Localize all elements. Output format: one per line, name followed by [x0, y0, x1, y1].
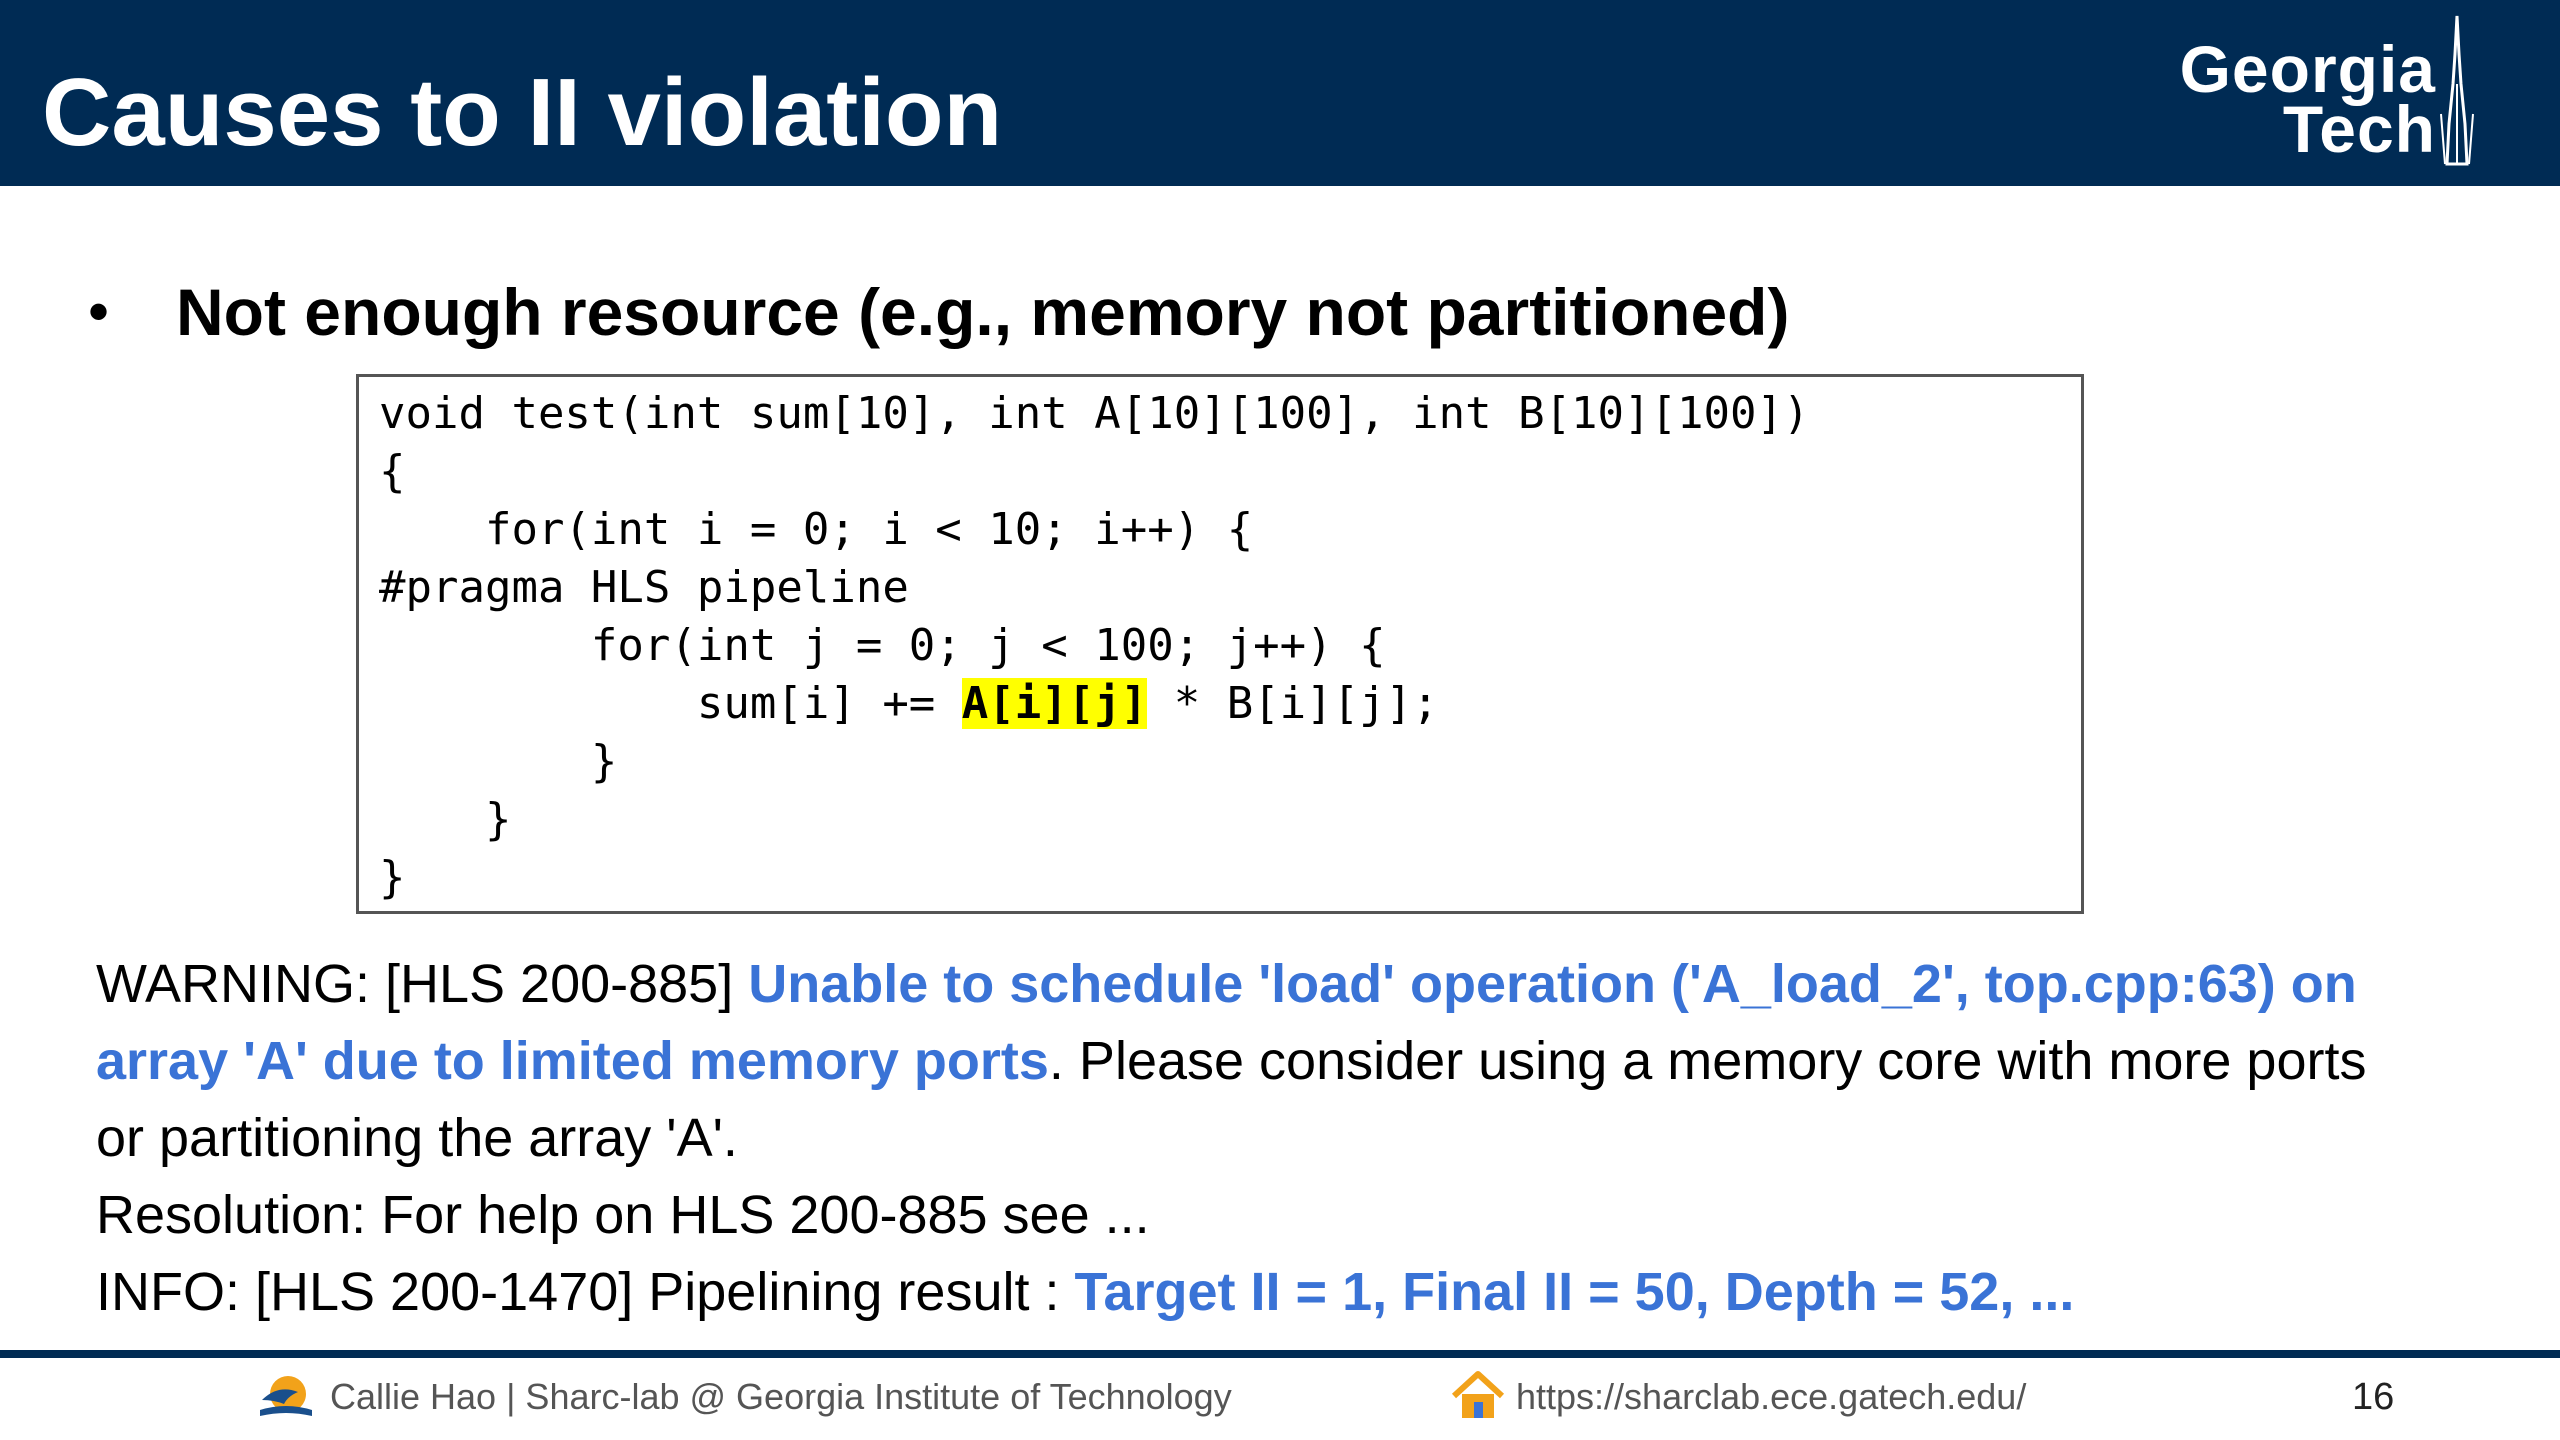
- sharc-lab-logo-icon: [260, 1376, 312, 1416]
- tech-tower-icon: [2440, 15, 2474, 166]
- code-line: #pragma HLS pipeline: [379, 562, 909, 613]
- bullet-item: • Not enough resource (e.g., memory not p…: [88, 272, 1789, 352]
- warning-highlight-1: Unable to schedule 'load' operation ('A_…: [748, 954, 2357, 1014]
- warning-highlight-2: array 'A' due to limited memory ports: [96, 1031, 1049, 1091]
- georgia-tech-logo: Georgia Tech: [2118, 20, 2478, 170]
- slide-header: Causes to II violation Georgia Tech: [0, 0, 2560, 186]
- highlighted-code: A[i][j]: [961, 678, 1148, 729]
- info-highlight: Target II = 1, Final II = 50, Depth = 52…: [1074, 1262, 2075, 1322]
- bullet-dot-icon: •: [88, 278, 110, 345]
- code-line: }: [379, 852, 406, 903]
- home-icon: [1451, 1371, 1505, 1418]
- logo-text-tech: Tech: [2282, 92, 2436, 166]
- slide-title: Causes to II violation: [42, 59, 1003, 166]
- bullet-text: Not enough resource (e.g., memory not pa…: [176, 275, 1790, 349]
- resolution-line: Resolution: For help on HLS 200-885 see …: [96, 1185, 1150, 1245]
- code-line-highlighted: sum[i] += A[i][j] * B[i][j];: [379, 675, 1439, 733]
- footer-divider: [0, 1350, 2560, 1358]
- page-number: 16: [2352, 1376, 2395, 1418]
- footer-url[interactable]: https://sharclab.ece.gatech.edu/: [1516, 1376, 2027, 1417]
- code-line: }: [379, 736, 618, 787]
- code-block: void test(int sum[10], int A[10][100], i…: [356, 374, 2084, 914]
- code-line: for(int j = 0; j < 100; j++) {: [379, 620, 1386, 671]
- footer-author: Callie Hao | Sharc-lab @ Georgia Institu…: [330, 1376, 1232, 1417]
- code-line: for(int i = 0; i < 10; i++) {: [379, 504, 1254, 555]
- warning-line-1: WARNING: [HLS 200-885] Unable to schedul…: [96, 946, 2536, 1023]
- info-line: INFO: [HLS 200-1470] Pipelining result :…: [96, 1254, 2536, 1331]
- code-line: }: [379, 794, 512, 845]
- code-fragment: sum[i] +=: [379, 678, 962, 729]
- warning-rest: . Please consider using a memory core wi…: [1048, 1031, 2367, 1091]
- info-prefix: INFO: [HLS 200-1470] Pipelining result :: [96, 1262, 1075, 1322]
- code-fragment: * B[i][j];: [1147, 678, 1439, 729]
- warning-line-2: array 'A' due to limited memory ports. P…: [96, 1023, 2536, 1100]
- code-line: {: [379, 446, 406, 497]
- warning-prefix: WARNING: [HLS 200-885]: [96, 954, 749, 1014]
- warning-line-3: or partitioning the array 'A'.: [96, 1108, 738, 1168]
- code-line: void test(int sum[10], int A[10][100], i…: [379, 388, 1810, 439]
- logo-text-georgia: Georgia: [2179, 32, 2436, 106]
